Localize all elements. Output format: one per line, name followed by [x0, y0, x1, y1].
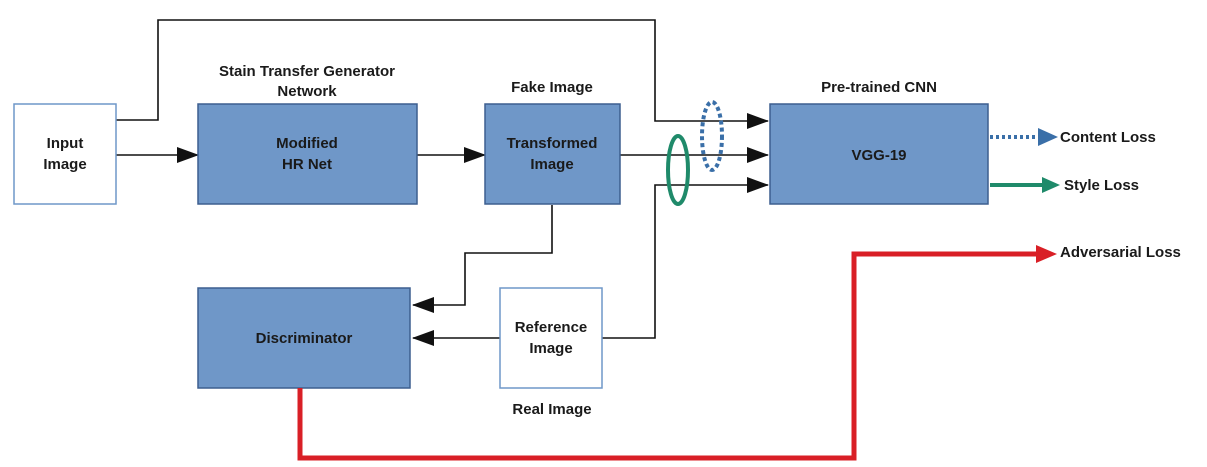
transformed-image-box: Transformed Image	[484, 103, 621, 205]
adversarial-loss-output: Adversarial Loss	[297, 244, 1181, 461]
generator-label-line1: Modified	[276, 135, 338, 152]
discriminator-box: Discriminator	[197, 287, 411, 389]
real-image-caption: Real Image	[512, 401, 591, 418]
vgg19-label: VGG-19	[851, 147, 906, 164]
style-loss-output: Style Loss	[990, 177, 1139, 194]
content-loss-selector-ellipse	[700, 100, 724, 172]
reference-image-box: Reference Image	[499, 287, 603, 389]
style-loss-selector-ellipse	[666, 134, 690, 206]
adversarial-loss-arrow-head	[1036, 245, 1057, 263]
adversarial-loss-path	[297, 251, 1040, 461]
style-loss-arrow-head	[1042, 177, 1060, 193]
fake-image-caption: Fake Image	[511, 79, 593, 96]
generator-label-line2: HR Net	[282, 156, 332, 173]
adversarial-loss-label: Adversarial Loss	[1060, 244, 1181, 261]
arrow-transformed-to-discriminator	[412, 205, 553, 313]
content-loss-label: Content Loss	[1060, 129, 1156, 146]
reference-label-line1: Reference	[515, 319, 588, 336]
content-loss-arrow-head	[1038, 128, 1058, 146]
discriminator-label: Discriminator	[256, 330, 353, 347]
transformed-label-line2: Image	[530, 156, 573, 173]
style-loss-label: Style Loss	[1064, 177, 1139, 194]
input-image-box: Input Image	[13, 103, 117, 205]
transformed-label-line1: Transformed	[507, 135, 598, 152]
generator-title-line2: Network	[277, 83, 337, 100]
vgg19-box: VGG-19	[769, 103, 989, 205]
input-image-label-line1: Input	[47, 135, 84, 152]
content-loss-output: Content Loss	[990, 128, 1156, 146]
arrow-reference-to-vgg	[602, 177, 769, 339]
pretrained-cnn-caption: Pre-trained CNN	[821, 79, 937, 96]
input-image-label-line2: Image	[43, 156, 86, 173]
reference-label-line2: Image	[529, 340, 572, 357]
generator-box: Modified HR Net	[197, 103, 418, 205]
arrow-input-to-vgg	[116, 19, 769, 129]
generator-title-line1: Stain Transfer Generator	[219, 63, 395, 80]
